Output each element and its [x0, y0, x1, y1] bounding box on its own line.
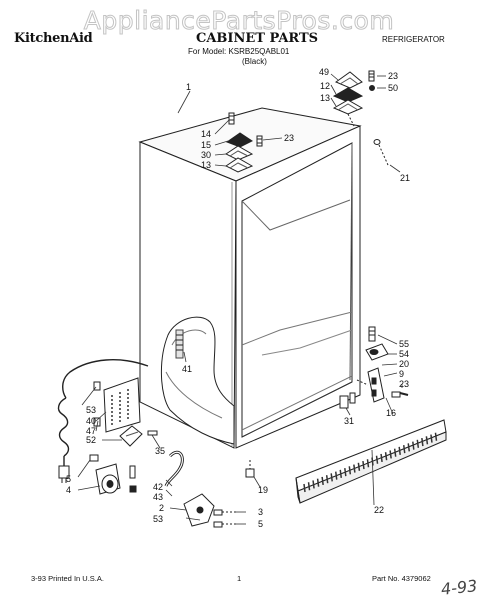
grille-slot: [384, 452, 388, 461]
part-label-16: 16: [386, 408, 396, 418]
part-label-53-left: 53: [86, 405, 96, 415]
terminal-block: [93, 377, 141, 433]
part-label-49: 49: [319, 67, 329, 77]
handwritten-date: 4-93: [440, 576, 478, 599]
grille-slot: [398, 446, 401, 455]
grille-slot: [316, 478, 320, 487]
page-number: 1: [237, 574, 242, 583]
part-label-23-bottom: 23: [399, 379, 409, 389]
grille-slot: [348, 466, 352, 475]
part-label-42: 42: [153, 482, 163, 492]
part-label-55: 55: [399, 339, 409, 349]
color-variant: (Black): [242, 57, 267, 66]
part-label-5-left: 5: [66, 474, 71, 484]
part-label-1: 1: [186, 82, 191, 92]
part-label-13-top: 13: [320, 93, 330, 103]
grille-slot: [434, 432, 438, 441]
grille-slot: [416, 439, 420, 448]
grille-slot: [407, 443, 411, 452]
grille-slot: [307, 482, 311, 491]
insulation-cutout: [160, 316, 235, 445]
part-label-9: 9: [399, 369, 404, 379]
grille-slot: [303, 483, 306, 493]
grille-slot: [402, 445, 406, 454]
part-label-52: 52: [86, 435, 96, 445]
grille-slot: [334, 471, 338, 480]
grille-slot: [375, 455, 379, 464]
top-center-hinge-group: [225, 112, 263, 173]
leveling-bracket: [339, 392, 356, 409]
power-cord: [57, 359, 149, 483]
water-tube: [164, 450, 184, 487]
grille-slot: [312, 480, 315, 489]
part-label-41: 41: [182, 364, 192, 374]
part-label-22: 22: [374, 505, 384, 515]
grille-slot: [389, 450, 392, 459]
roller-wheel: [89, 454, 137, 495]
toe-grille: [295, 419, 447, 504]
wire-clip: [119, 425, 143, 447]
grille-slot: [357, 462, 361, 471]
part-label-53-bottom: 53: [153, 514, 163, 524]
grille-slot: [380, 453, 383, 463]
top-right-hinge-group: [332, 70, 375, 127]
part-label-2: 2: [159, 503, 164, 513]
grille-slot: [421, 437, 424, 447]
screw-part: [147, 430, 158, 436]
grille-slot: [362, 460, 365, 470]
part-label-23-top: 23: [388, 71, 398, 81]
part-label-35: 35: [155, 446, 165, 456]
grille-slot: [412, 441, 415, 450]
part-number-labels: 1 49 23 12 50 13 14 15 23 30 13 21 55 54…: [66, 67, 410, 529]
grille-slot: [339, 469, 343, 478]
part-label-23-center: 23: [284, 133, 294, 143]
part-label-3: 3: [258, 507, 263, 517]
part-label-5-bottom: 5: [258, 519, 263, 529]
page-title: CABINET PARTS: [196, 31, 319, 46]
leader-lines: [77, 73, 403, 525]
bottom-right-hinge-group: [356, 326, 409, 403]
part-label-30: 30: [201, 150, 211, 160]
part-label-47: 47: [86, 426, 96, 436]
door-stop-part: [373, 139, 389, 166]
part-label-54: 54: [399, 349, 409, 359]
part-label-50: 50: [388, 83, 398, 93]
part-label-12-top: 12: [320, 81, 330, 91]
part-label-20: 20: [399, 359, 409, 369]
bottom-bracket: [183, 493, 236, 528]
grille-slot: [353, 464, 356, 473]
cabinet-body: [138, 107, 362, 449]
part-label-43: 43: [153, 492, 163, 502]
part-label-31: 31: [344, 416, 354, 426]
watermark-text: AppliancePartsPros.com: [83, 6, 395, 36]
brand-logo: KitchenAid: [14, 31, 93, 46]
part-label-14: 14: [201, 129, 211, 139]
part-label-13-center: 13: [201, 160, 211, 170]
grille-slot: [425, 436, 429, 445]
grille-slot: [321, 476, 324, 486]
part-number: Part No. 4379062: [372, 574, 431, 583]
grille-slot: [325, 475, 329, 484]
print-date: 3-93 Printed In U.S.A.: [31, 574, 104, 583]
grille-slot: [430, 434, 433, 443]
part-label-4: 4: [66, 485, 71, 495]
grille-slot: [330, 473, 333, 482]
part-label-15: 15: [201, 140, 211, 150]
model-number: For Model: KSRB25QABL01: [188, 47, 290, 56]
grille-slot: [366, 459, 370, 468]
part-label-40: 40: [86, 416, 96, 426]
part-label-21: 21: [400, 173, 410, 183]
small-clip: [245, 460, 255, 478]
part-label-19: 19: [258, 485, 268, 495]
category-label: REFRIGERATOR: [382, 35, 445, 44]
grille-slot: [393, 448, 397, 457]
grille-slot: [344, 468, 347, 477]
